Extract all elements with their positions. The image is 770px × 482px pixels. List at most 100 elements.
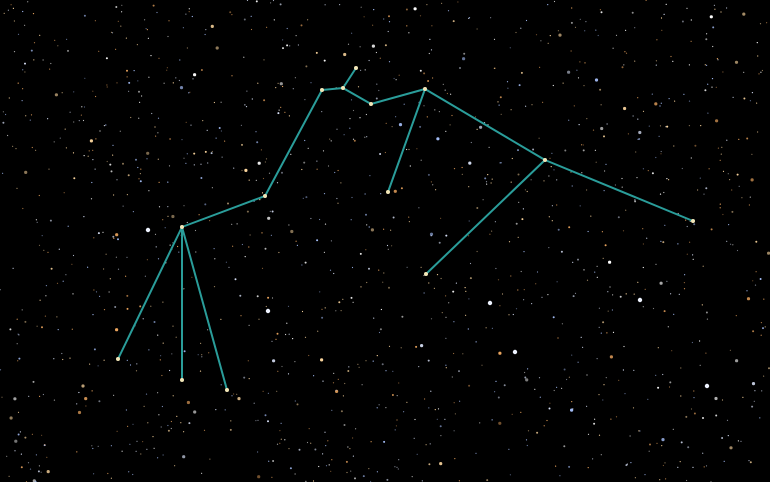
background-star (508, 314, 510, 316)
background-star (257, 419, 259, 421)
background-star (535, 283, 537, 285)
background-star (523, 299, 525, 301)
background-star (157, 392, 159, 394)
background-star (286, 322, 288, 324)
background-star (167, 424, 169, 427)
background-star (39, 34, 41, 36)
background-star (122, 205, 124, 207)
background-star (249, 234, 251, 236)
background-star (543, 180, 545, 182)
background-star (316, 168, 318, 170)
background-star (638, 130, 642, 135)
background-star (748, 460, 750, 462)
background-star (398, 123, 403, 127)
background-star (110, 31, 113, 33)
background-star (281, 365, 283, 368)
background-star (409, 165, 411, 167)
background-star (148, 349, 150, 351)
background-star (211, 150, 213, 153)
background-star (479, 422, 481, 424)
background-star (498, 104, 500, 106)
background-star (246, 0, 249, 1)
background-star (497, 279, 500, 281)
background-star (584, 62, 586, 64)
background-star (642, 306, 644, 308)
background-star (1, 172, 4, 174)
background-star (177, 245, 179, 248)
background-star (658, 135, 660, 137)
background-star (0, 369, 2, 371)
background-star (503, 384, 506, 387)
background-star (652, 307, 655, 310)
background-star (642, 243, 645, 245)
background-star (413, 437, 415, 439)
background-star (119, 130, 121, 132)
background-star (705, 311, 708, 314)
background-star (24, 320, 27, 323)
background-star (523, 289, 525, 291)
background-star (301, 310, 304, 313)
background-star (468, 186, 470, 188)
background-star (445, 234, 448, 237)
background-star (349, 127, 351, 129)
background-star (681, 167, 683, 170)
background-star (97, 365, 99, 367)
background-star (350, 470, 352, 472)
background-star (81, 106, 83, 108)
background-star (439, 425, 442, 428)
background-star (342, 395, 344, 397)
background-star (625, 29, 627, 31)
background-star (663, 310, 666, 313)
background-star (17, 360, 19, 362)
background-star (517, 149, 519, 152)
background-star (536, 431, 539, 434)
background-star (510, 275, 512, 277)
background-star (148, 190, 150, 192)
background-star (220, 384, 222, 386)
background-star (157, 258, 160, 260)
background-star (61, 352, 63, 355)
background-star (361, 384, 363, 386)
background-star (629, 435, 631, 437)
background-star (325, 465, 328, 467)
background-star (278, 109, 280, 111)
background-star (632, 115, 634, 117)
background-star (30, 49, 33, 52)
background-star (668, 98, 670, 100)
background-star (438, 241, 441, 244)
background-star (231, 395, 233, 397)
constellation-star (691, 219, 695, 223)
background-star (665, 478, 667, 480)
background-star (24, 170, 28, 174)
background-star (167, 206, 169, 208)
background-star (352, 301, 354, 303)
background-star (594, 78, 599, 82)
background-star (659, 281, 663, 285)
background-star (92, 314, 94, 316)
background-star (449, 124, 451, 126)
background-star (586, 405, 588, 407)
background-star (344, 382, 346, 385)
background-star (433, 287, 435, 289)
background-star (381, 363, 384, 366)
background-star (594, 271, 596, 273)
background-star (683, 282, 686, 284)
background-star (755, 240, 758, 243)
background-star (642, 266, 644, 269)
background-star (731, 210, 734, 213)
background-star (167, 35, 169, 38)
background-star (656, 39, 658, 41)
background-star (358, 366, 360, 368)
background-star (366, 136, 368, 138)
background-star (215, 409, 217, 411)
background-star (236, 223, 238, 225)
background-star (269, 210, 271, 212)
background-star (548, 216, 550, 218)
background-star (355, 428, 357, 430)
background-star (260, 149, 262, 151)
background-star (324, 431, 326, 433)
background-star (532, 148, 535, 151)
background-star (276, 390, 278, 392)
background-star (243, 18, 246, 21)
background-star (486, 479, 489, 482)
